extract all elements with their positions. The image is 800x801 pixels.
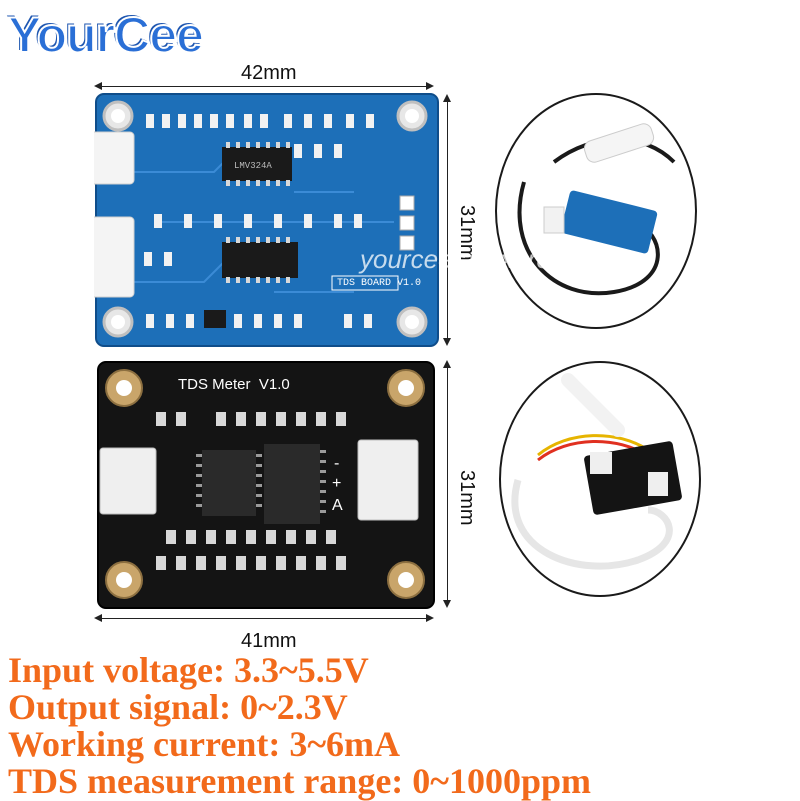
chip-u2-label: LMV324A bbox=[234, 161, 272, 171]
svg-text:-: - bbox=[334, 455, 339, 472]
bottom-height-dimension-line bbox=[443, 360, 451, 608]
watermark: yourcee.aliexpress.com bbox=[360, 244, 634, 274]
svg-text:+: + bbox=[332, 475, 341, 492]
top-width-label: 42mm bbox=[241, 62, 297, 84]
spec-measurement-range: TDS measurement range: 0~1000ppm bbox=[8, 761, 592, 801]
blue-tds-board: LMV324A bbox=[94, 93, 439, 347]
svg-text:A: A bbox=[332, 497, 343, 514]
black-tds-meter-board: - + A bbox=[97, 361, 435, 609]
top-width-dimension-line bbox=[94, 82, 434, 90]
black-board-product-photo bbox=[499, 361, 701, 597]
spec-output-signal: Output signal: 0~2.3V bbox=[8, 687, 348, 727]
bottom-width-label: 41mm bbox=[241, 630, 297, 652]
bottom-width-dimension-line bbox=[94, 614, 434, 622]
top-height-label: 31mm bbox=[456, 205, 478, 261]
bottom-height-label: 31mm bbox=[456, 470, 478, 526]
blue-board-product-photo bbox=[495, 93, 697, 329]
black-board-label: TDS Meter V1.0 bbox=[178, 376, 290, 393]
blue-board-label: TDS BOARD V1.0 bbox=[337, 278, 422, 289]
spec-input-voltage: Input voltage: 3.3~5.5V bbox=[8, 650, 369, 690]
brand-logo: YourCee bbox=[7, 6, 205, 64]
spec-working-current: Working current: 3~6mA bbox=[8, 724, 401, 764]
top-height-dimension-line bbox=[443, 94, 451, 346]
